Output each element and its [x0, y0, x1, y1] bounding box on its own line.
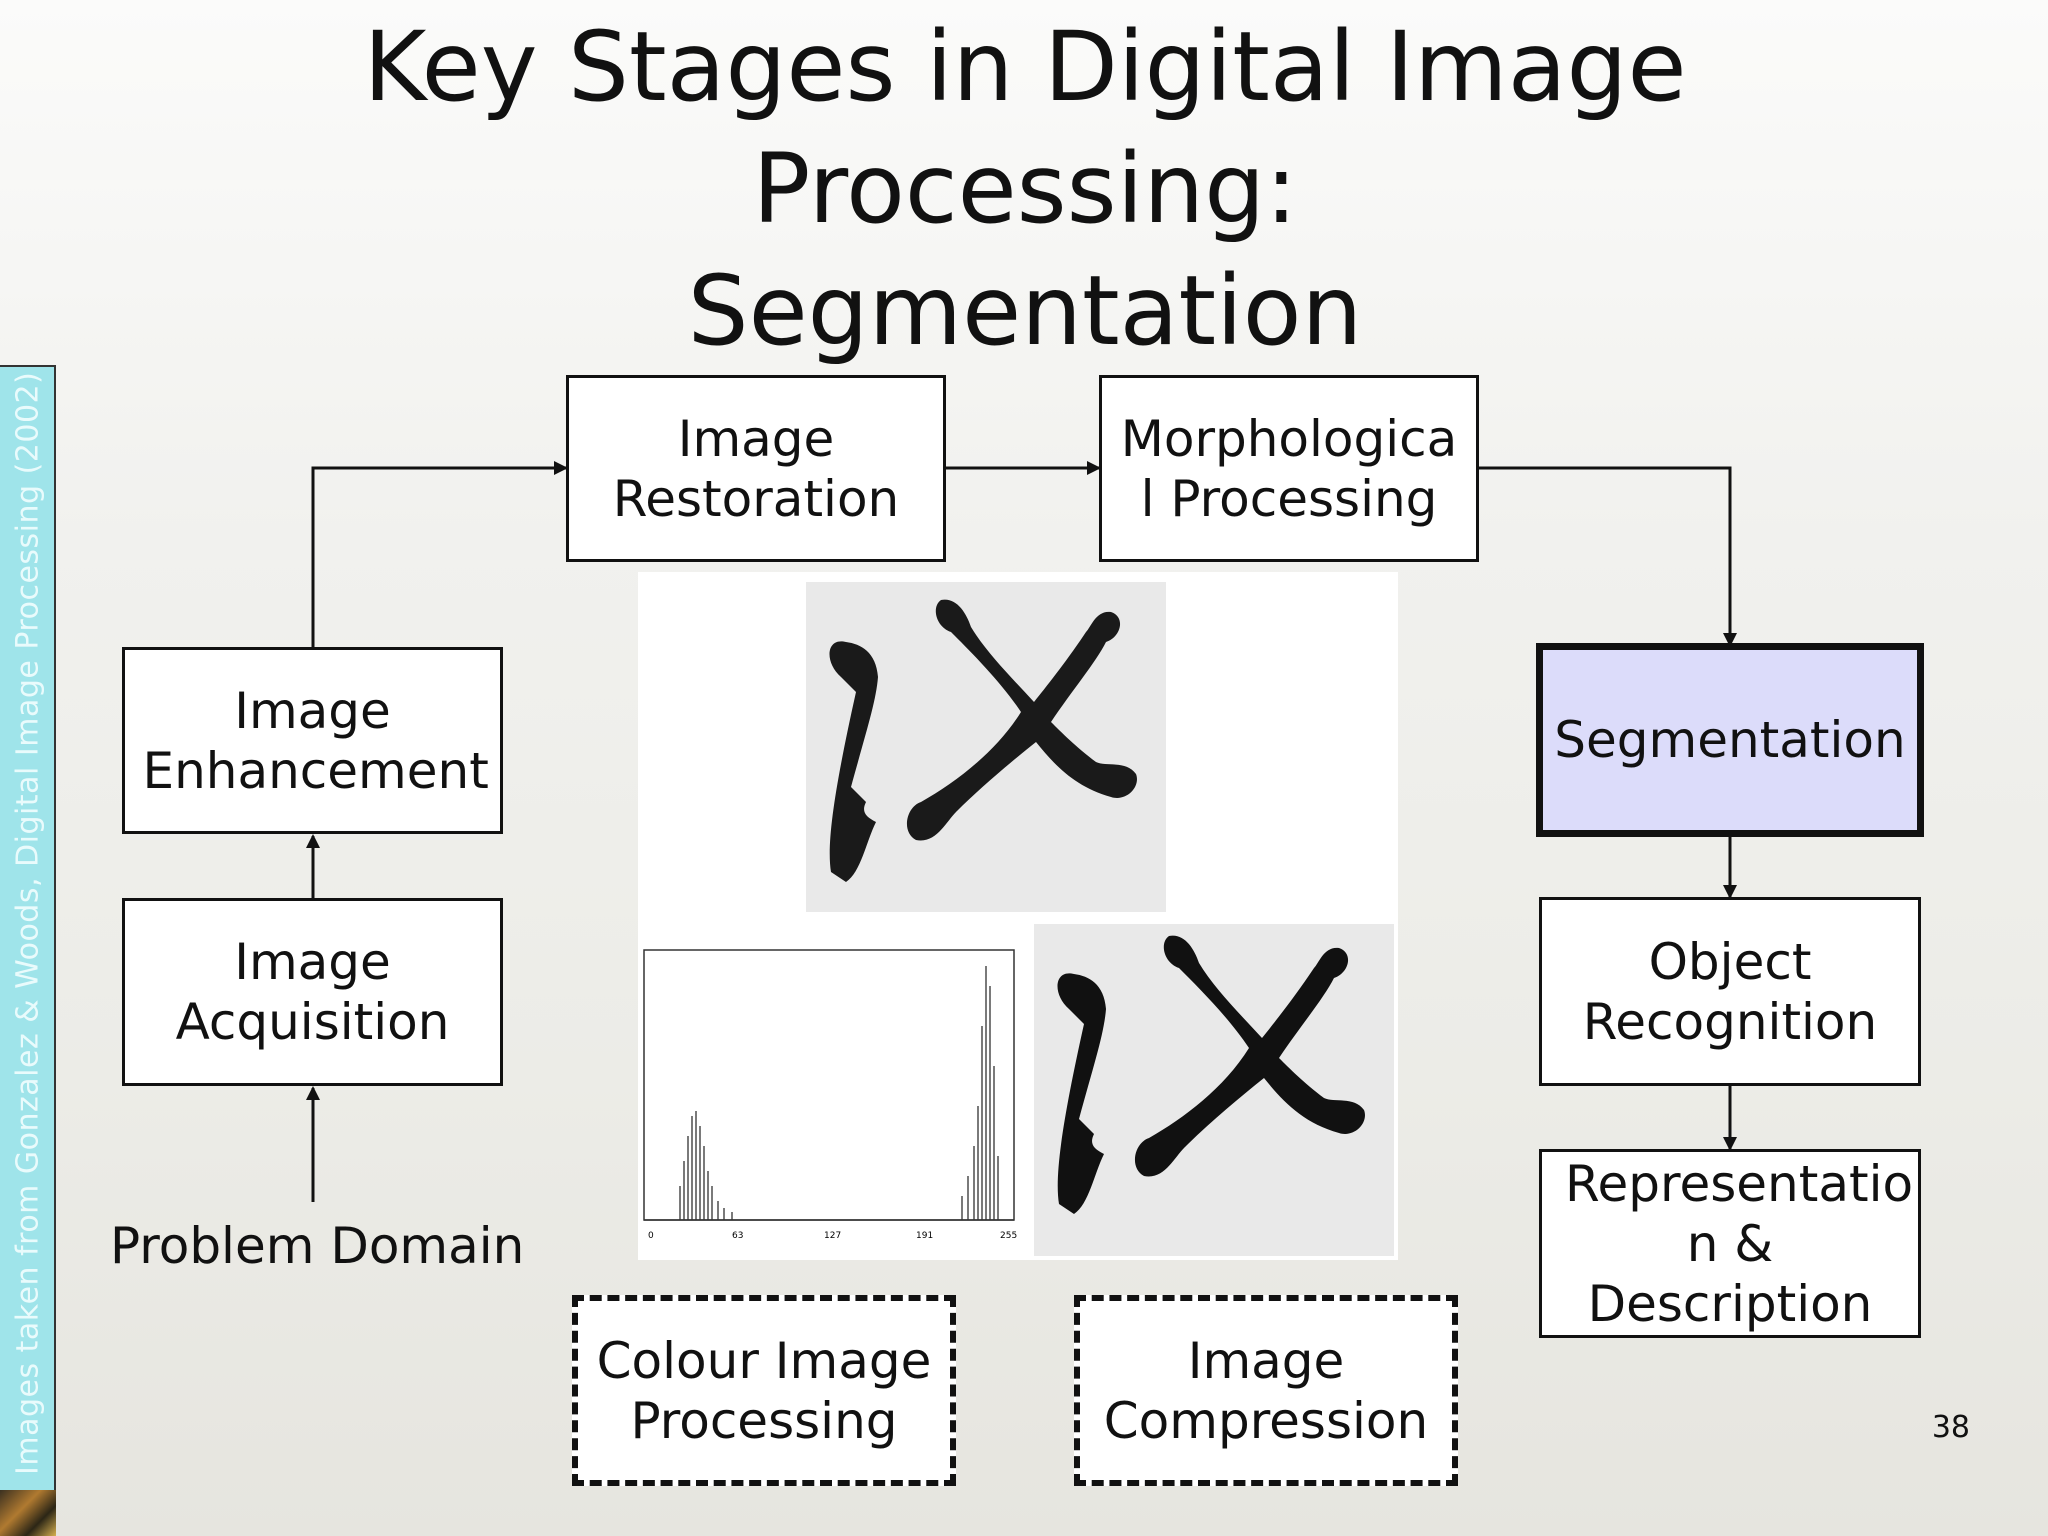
stage-image-restoration: Image Restoration	[566, 375, 946, 562]
stage-image-acquisition: Image Acquisition	[122, 898, 503, 1086]
title-line-3: Segmentation	[687, 255, 1363, 367]
example-images-panel: 0 63 127 191 255	[638, 572, 1398, 1260]
hist-tick-191: 191	[916, 1231, 933, 1241]
stage-image-enhancement: Image Enhancement	[122, 647, 503, 834]
stage-image-compression: Image Compression	[1074, 1295, 1458, 1486]
stage-colour-image-processing: Colour Image Processing	[572, 1295, 956, 1486]
stage-representation-description: Representatio n & Description	[1539, 1149, 1921, 1338]
arrow-enhancement-to-restoration	[311, 461, 568, 647]
stage-image-compression-label: Image Compression	[1103, 1331, 1429, 1450]
hist-tick-255: 255	[1000, 1231, 1017, 1241]
wrench-shapes	[829, 599, 1137, 882]
stage-image-enhancement-label: Image Enhancement	[142, 681, 489, 800]
corner-logo	[0, 1490, 56, 1536]
segmented-image	[1034, 924, 1394, 1256]
stage-image-restoration-label: Image Restoration	[612, 409, 900, 528]
stage-representation-description-label: Representatio n & Description	[1565, 1154, 1914, 1333]
hist-tick-0: 0	[648, 1231, 654, 1241]
hist-tick-127: 127	[824, 1231, 841, 1241]
stage-object-recognition-label: Object Recognition	[1582, 932, 1878, 1051]
histogram-svg: 0 63 127 191 255	[643, 949, 1017, 1241]
stage-image-acquisition-label: Image Acquisition	[175, 933, 450, 1051]
page-number: 38	[1931, 1410, 1970, 1445]
problem-domain-label: Problem Domain	[110, 1217, 525, 1275]
stage-segmentation-label: Segmentation	[1554, 711, 1906, 769]
image-credit-strip: Images taken from Gonzalez & Woods, Digi…	[0, 365, 56, 1536]
stage-object-recognition: Object Recognition	[1539, 897, 1921, 1086]
slide-title: Key Stages in Digital Image Processing: …	[240, 6, 1810, 372]
arrow-morphological-to-segmentation	[1479, 466, 1737, 647]
title-line-2: Processing:	[752, 133, 1298, 245]
stage-morphological-processing-label: Morphologica l Processing	[1120, 409, 1458, 528]
segmented-wrench-shapes	[1057, 935, 1365, 1214]
stage-segmentation-highlighted: Segmentation	[1536, 643, 1924, 837]
stage-colour-image-processing-label: Colour Image Processing	[596, 1331, 932, 1450]
histogram-chart: 0 63 127 191 255	[642, 946, 1022, 1246]
original-image	[806, 582, 1166, 912]
title-line-1: Key Stages in Digital Image	[363, 11, 1687, 123]
hist-tick-63: 63	[732, 1231, 743, 1241]
stage-morphological-processing: Morphologica l Processing	[1099, 375, 1479, 562]
